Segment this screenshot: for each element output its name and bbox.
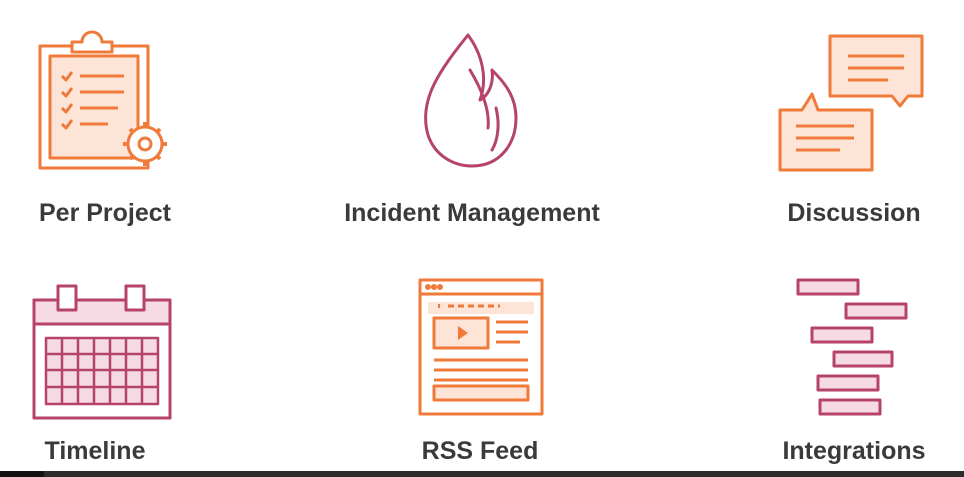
chat-bubbles-icon (778, 34, 924, 172)
feature-rss-feed: RSS Feed (380, 270, 580, 477)
flame-icon (424, 33, 518, 168)
bottom-bar-segment (0, 471, 44, 477)
feature-label: Timeline (44, 437, 146, 465)
web-page-icon (418, 278, 544, 416)
feature-label: Discussion (787, 199, 921, 227)
feature-integrations: Integrations (764, 270, 944, 477)
feature-timeline: Timeline (0, 270, 190, 477)
feature-incident-management: Incident Management (322, 0, 622, 240)
calendar-icon (32, 284, 172, 420)
clipboard-gear-icon (38, 30, 167, 170)
bottom-bar (0, 471, 964, 477)
feature-label: RSS Feed (421, 437, 539, 465)
stacked-bars-icon (796, 278, 908, 416)
feature-discussion: Discussion (754, 0, 954, 240)
feature-per-project: Per Project (0, 0, 210, 240)
feature-label: Incident Management (344, 199, 600, 227)
feature-label: Per Project (38, 199, 171, 227)
feature-label: Integrations (782, 437, 926, 465)
